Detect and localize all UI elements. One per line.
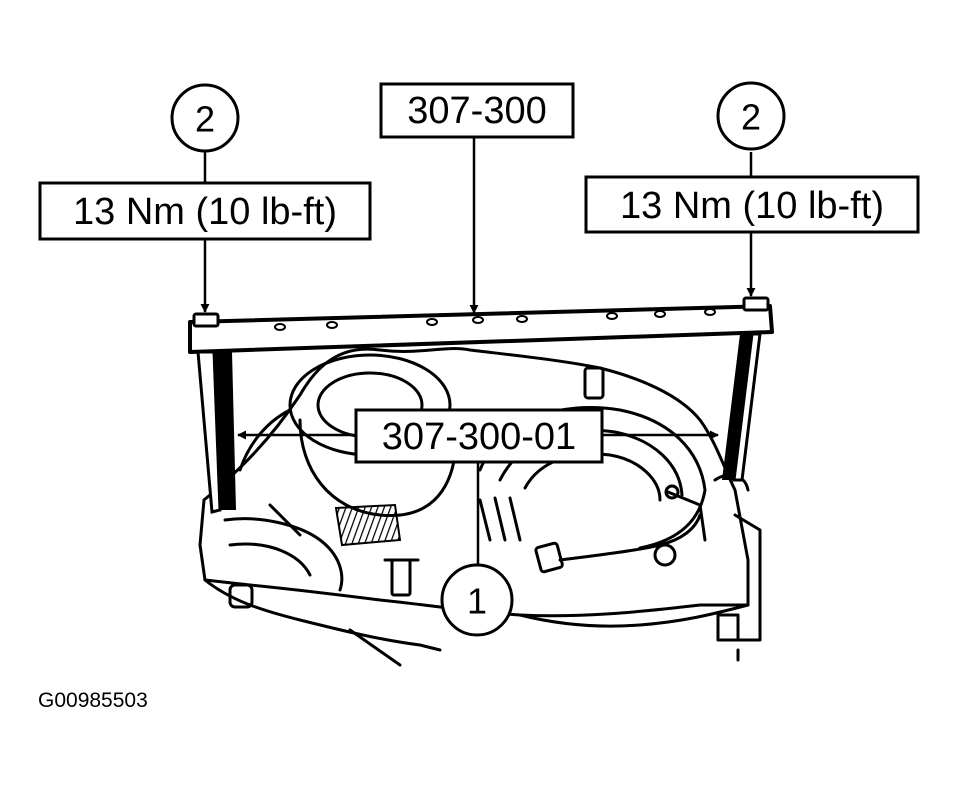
tool-legs-label: 307-300-01 xyxy=(354,408,604,464)
tool-bar-label: 307-300 xyxy=(379,82,575,139)
transmission-housing-illustration xyxy=(198,347,762,667)
leader-lines xyxy=(200,137,756,565)
callout-2-left: 2 xyxy=(170,83,240,153)
tool-leg-right xyxy=(722,332,762,482)
svg-text:13 Nm (10 lb-ft): 13 Nm (10 lb-ft) xyxy=(620,185,884,227)
figure-id: G00985503 xyxy=(38,689,148,712)
svg-text:307-300: 307-300 xyxy=(407,90,546,132)
svg-text:307-300-01: 307-300-01 xyxy=(382,416,576,458)
tool-leg-left xyxy=(196,350,236,514)
svg-text:2: 2 xyxy=(741,97,761,138)
gear-teeth-hatch xyxy=(334,503,402,547)
torque-label-left: 13 Nm (10 lb-ft) xyxy=(38,181,372,241)
svg-text:13 Nm (10 lb-ft): 13 Nm (10 lb-ft) xyxy=(73,191,337,233)
callout-2-right: 2 xyxy=(716,81,786,151)
svg-text:2: 2 xyxy=(195,99,215,140)
tool-crossbar xyxy=(188,296,774,354)
torque-label-right: 13 Nm (10 lb-ft) xyxy=(584,175,920,234)
svg-text:1: 1 xyxy=(467,581,487,622)
callout-1-bottom: 1 xyxy=(440,563,514,637)
